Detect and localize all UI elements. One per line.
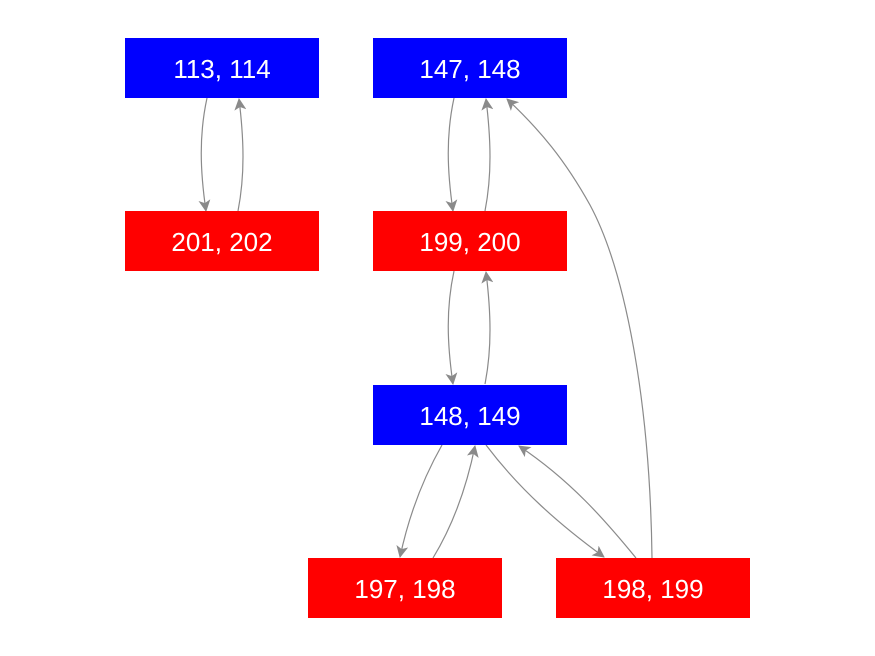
- edge-148-to-197: [396, 444, 443, 558]
- edges-layer: [198, 97, 653, 559]
- edge-199-to-147: [481, 98, 494, 212]
- edge-198-to-147: [506, 98, 653, 559]
- node-label: 198, 199: [602, 574, 703, 604]
- node-label: 147, 148: [419, 54, 520, 84]
- node-label: 148, 149: [419, 401, 520, 431]
- node-148-149[interactable]: 148, 149: [373, 385, 567, 445]
- node-label: 199, 200: [419, 227, 520, 257]
- edge-148-to-199: [481, 271, 494, 385]
- edge-147-to-199: [445, 97, 458, 212]
- node-199-200[interactable]: 199, 200: [373, 211, 567, 271]
- node-113-114[interactable]: 113, 114: [125, 38, 319, 98]
- node-147-148[interactable]: 147, 148: [373, 38, 567, 98]
- node-label: 201, 202: [171, 227, 272, 257]
- edge-197-to-148: [432, 445, 479, 559]
- edge-148-to-198: [485, 444, 605, 558]
- edge-113-to-201: [198, 97, 211, 212]
- node-label: 197, 198: [354, 574, 455, 604]
- edge-201-to-113: [234, 98, 247, 212]
- edge-199-to-148: [445, 270, 458, 385]
- node-201-202[interactable]: 201, 202: [125, 211, 319, 271]
- node-label: 113, 114: [173, 54, 270, 84]
- node-198-199[interactable]: 198, 199: [556, 558, 750, 618]
- edge-198-to-148: [518, 445, 637, 559]
- node-197-198[interactable]: 197, 198: [308, 558, 502, 618]
- nodes-layer: 113, 114 147, 148 201, 202 199, 200 148,…: [125, 38, 750, 618]
